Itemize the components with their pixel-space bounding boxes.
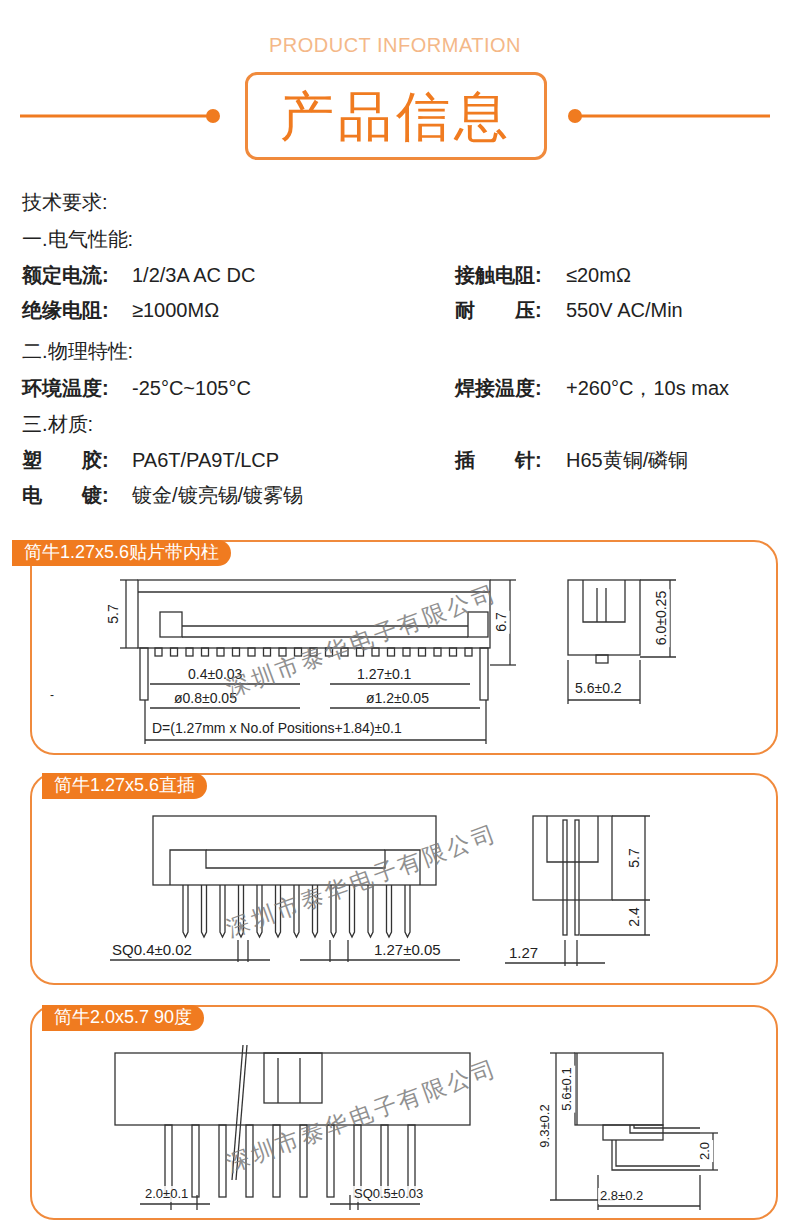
dimension-label: 2.8±0.2 <box>598 1188 645 1204</box>
spec-text: H65黄铜/磷铜 <box>566 448 688 472</box>
spec-name: 塑 胶: <box>22 448 109 472</box>
dimension-label: 2.4 <box>626 905 643 928</box>
right-angle-pin <box>219 1125 226 1197</box>
spec-name: 环境温度: <box>22 376 109 400</box>
spec-text: 技术要求: <box>22 190 108 214</box>
spec-name: 绝缘电阻: <box>22 298 109 322</box>
smd-pin <box>217 648 224 656</box>
spec-text: 镀金/镀亮锡/镀雾锡 <box>132 483 303 507</box>
spec-text: +260°C，10s max <box>566 376 729 400</box>
smd-pin <box>403 648 410 656</box>
spec-text: 550V AC/Min <box>566 298 683 322</box>
dip-pin <box>405 885 410 937</box>
dip-pin <box>387 885 392 937</box>
spec-name: 耐 压: <box>455 298 542 322</box>
spec-text: 三.材质: <box>22 412 93 436</box>
dimension-label: SQ0.4±0.02 <box>110 941 194 959</box>
smd-pin <box>202 648 209 656</box>
smd-pin <box>155 648 162 656</box>
smd-pin <box>171 648 178 656</box>
dimension-label: 6.0±0.25 <box>653 589 670 647</box>
dimension-label: 1.27±0.05 <box>372 941 443 959</box>
smd-pin <box>248 648 255 656</box>
smd-pin <box>186 648 193 656</box>
dimension-label: ø1.2±0.05 <box>364 690 431 707</box>
title-box: 产品信息 <box>245 72 547 160</box>
spec-text: PA6T/PA9T/LCP <box>132 448 279 472</box>
dimension-label: SQ0.5±0.03 <box>352 1186 425 1202</box>
watermark: 深圳市泰华电子有限公司 <box>223 819 501 943</box>
dimension-label: 5.7 <box>626 846 643 869</box>
spec-name: 额定电流: <box>22 263 109 287</box>
spec-name: 插 针: <box>455 448 542 472</box>
dimension-label: 1.27±0.1 <box>355 666 413 683</box>
dimension-label: 5.6±0.2 <box>573 680 624 697</box>
spec-text: 二.物理特性: <box>22 339 133 363</box>
dimension-label: 9.3±0.2 <box>537 1102 553 1149</box>
smd-pin <box>465 648 472 656</box>
dimension-label: 2.0±0.1 <box>143 1186 190 1202</box>
title-text: 产品信息 <box>280 84 512 149</box>
dimension-label: 2.0 <box>697 1140 713 1162</box>
right-angle-pin <box>192 1125 199 1197</box>
spec-text: ≥1000MΩ <box>132 298 219 322</box>
dimension-label: - <box>48 688 56 702</box>
page-header: PRODUCT INFORMATION <box>269 33 521 57</box>
watermark: 深圳市泰华电子有限公司 <box>223 1054 501 1178</box>
spec-text: 一.电气性能: <box>22 227 133 251</box>
smd-pin <box>450 648 457 656</box>
section-tab: 简牛1.27x5.6贴片带内柱 <box>12 540 231 566</box>
smd-pin <box>419 648 426 656</box>
spec-name: 接触电阻: <box>455 263 542 287</box>
spec-name: 电 镀: <box>22 483 109 507</box>
dimension-label: 5.6±0.1 <box>559 1065 575 1112</box>
spec-name: 焊接温度: <box>455 376 542 400</box>
section-tab: 简牛1.27x5.6直插 <box>42 773 207 799</box>
smd-pin <box>264 648 271 656</box>
dip-pin <box>220 885 225 937</box>
dimension-label: 1.27 <box>507 944 540 962</box>
section-panel: 简牛1.27x5.6贴片带内柱 <box>30 540 778 755</box>
smd-pin <box>233 648 240 656</box>
smd-pin <box>388 648 395 656</box>
dimension-label: D=(1.27mm x No.of Positions+1.84)±0.1 <box>150 720 404 737</box>
dip-pin <box>183 885 188 937</box>
dimension-label: 5.7 <box>105 602 122 625</box>
smd-pin <box>434 648 441 656</box>
spec-text: ≤20mΩ <box>566 263 631 287</box>
dimension-label: 6.7 <box>493 610 510 633</box>
dip-pin <box>202 885 207 937</box>
section-tab: 简牛2.0x5.7 90度 <box>42 1005 204 1031</box>
spec-text: -25°C~105°C <box>132 376 251 400</box>
spec-text: 1/2/3A AC DC <box>132 263 255 287</box>
